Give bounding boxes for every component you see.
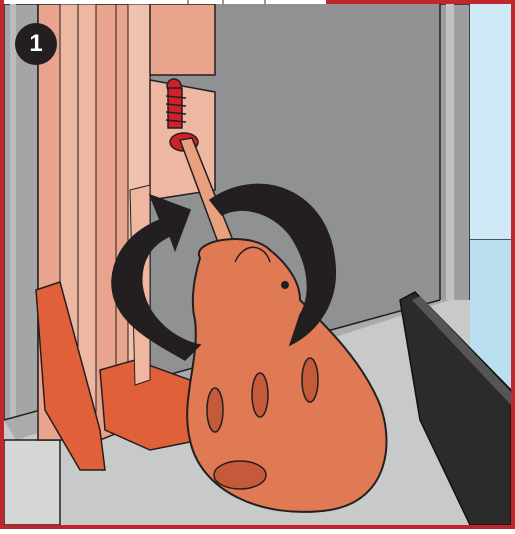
- step-number: 1: [29, 32, 42, 56]
- step-number-badge: 1: [15, 23, 57, 65]
